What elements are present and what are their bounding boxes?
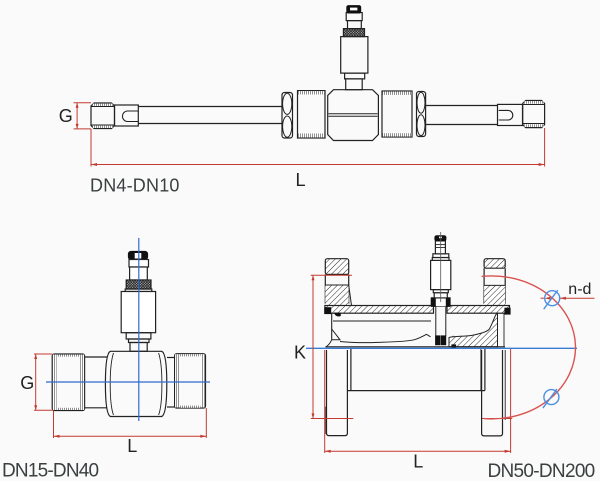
svg-text:DN4-DN10: DN4-DN10 (90, 176, 180, 196)
svg-text:DN50-DN200: DN50-DN200 (488, 461, 595, 481)
svg-text:K: K (294, 343, 306, 363)
svg-text:DN15-DN40: DN15-DN40 (2, 461, 99, 481)
svg-text:L: L (127, 436, 137, 456)
svg-text:n-d: n-d (568, 281, 591, 298)
svg-text:L: L (296, 170, 306, 190)
svg-text:G: G (59, 106, 73, 126)
svg-text:L: L (413, 452, 423, 472)
svg-text:G: G (20, 373, 34, 393)
